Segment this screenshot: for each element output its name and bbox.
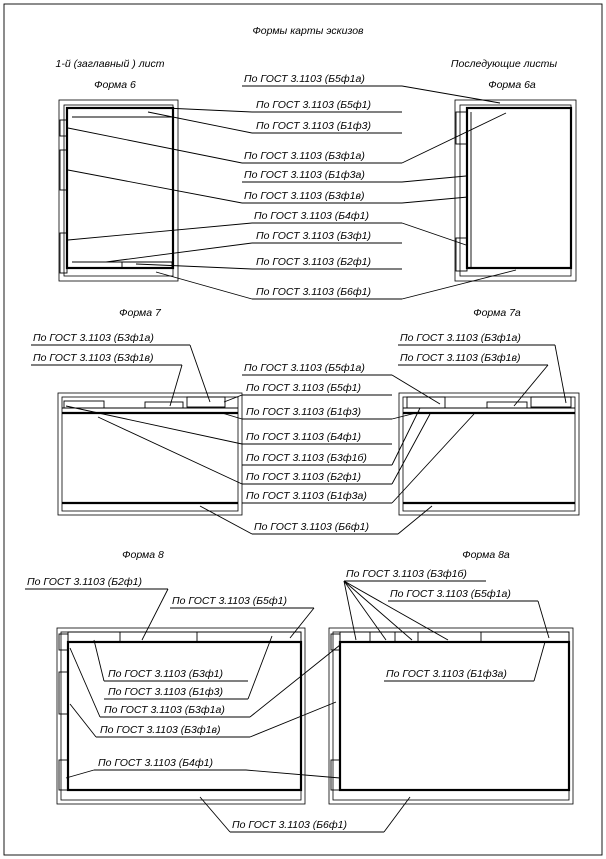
form-8-frame <box>56 627 306 805</box>
ref-b3f1v: По ГОСТ 3.1103 (Б3ф1в) <box>244 190 364 202</box>
ref-b3f1v-8: По ГОСТ 3.1103 (Б3ф1в) <box>100 724 220 736</box>
ref-b1f3: По ГОСТ 3.1103 (Б1ф3) <box>256 120 371 132</box>
ref-b3f1v-left: По ГОСТ 3.1103 (Б3ф1в) <box>33 352 153 364</box>
form-8a-label: Форма 8а <box>462 549 510 561</box>
ref-b4f1: По ГОСТ 3.1103 (Б4ф1) <box>254 210 369 222</box>
ref-b1f3-7: По ГОСТ 3.1103 (Б1ф3) <box>246 406 361 418</box>
ref-b1f3-8: По ГОСТ 3.1103 (Б1ф3) <box>108 686 223 698</box>
form-6-refs: По ГОСТ 3.1103 (Б5ф1а) По ГОСТ 3.1103 (Б… <box>67 73 517 300</box>
ref-b2f1-8: По ГОСТ 3.1103 (Б2ф1) <box>27 576 142 588</box>
sheet-border <box>3 3 603 856</box>
ref-b1f3a-7: По ГОСТ 3.1103 (Б1ф3а) <box>246 490 367 502</box>
ref-b5f1a-7: По ГОСТ 3.1103 (Б5ф1а) <box>244 362 365 374</box>
form-6a-label: Форма 6а <box>488 79 536 91</box>
ref-b5f1: По ГОСТ 3.1103 (Б5ф1) <box>256 99 371 111</box>
form-8a-frame <box>328 627 574 805</box>
ref-b1f3a-8: По ГОСТ 3.1103 (Б1ф3а) <box>386 668 507 680</box>
ref-b6f1: По ГОСТ 3.1103 (Б6ф1) <box>256 286 371 298</box>
form-7-frame <box>57 392 243 516</box>
ref-b2f1-7: По ГОСТ 3.1103 (Б2ф1) <box>246 471 361 483</box>
form-7a-label: Форма 7а <box>473 307 521 319</box>
ref-b3f1a: По ГОСТ 3.1103 (Б3ф1а) <box>244 150 365 162</box>
ref-b3f1a-right: По ГОСТ 3.1103 (Б3ф1а) <box>400 332 521 344</box>
ref-b5f1-8: По ГОСТ 3.1103 (Б5ф1) <box>172 595 287 607</box>
diagram-title: Формы карты эскизов <box>252 25 364 37</box>
ref-b5f1a: По ГОСТ 3.1103 (Б5ф1а) <box>244 73 365 85</box>
ref-b4f1-8: По ГОСТ 3.1103 (Б4ф1) <box>98 757 213 769</box>
first-sheet-caption: 1-й (заглавный ) лист <box>56 58 165 70</box>
form-8-label: Форма 8 <box>122 549 164 561</box>
form-6a-frame <box>454 99 577 282</box>
ref-b5f1a-8: По ГОСТ 3.1103 (Б5ф1а) <box>390 588 511 600</box>
ref-b4f1-7: По ГОСТ 3.1103 (Б4ф1) <box>246 431 361 443</box>
form-7-label: Форма 7 <box>119 307 162 319</box>
ref-b5f1-7: По ГОСТ 3.1103 (Б5ф1) <box>246 382 361 394</box>
ref-b3f1b-8: По ГОСТ 3.1103 (Б3ф1б) <box>346 568 467 580</box>
ref-b3f1: По ГОСТ 3.1103 (Б3ф1) <box>256 230 371 242</box>
ref-b3f1-8: По ГОСТ 3.1103 (Б3ф1) <box>108 668 223 680</box>
ref-b6f1-8: По ГОСТ 3.1103 (Б6ф1) <box>232 819 347 831</box>
next-sheets-caption: Последующие листы <box>451 58 557 70</box>
ref-b2f1: По ГОСТ 3.1103 (Б2ф1) <box>256 256 371 268</box>
ref-b1f3a: По ГОСТ 3.1103 (Б1ф3а) <box>244 169 365 181</box>
form-7a-frame <box>398 392 580 516</box>
ref-b3f1v-right: По ГОСТ 3.1103 (Б3ф1в) <box>400 352 520 364</box>
form-6-label: Форма 6 <box>94 79 136 91</box>
ref-b3f1a-left: По ГОСТ 3.1103 (Б3ф1а) <box>33 332 154 344</box>
form-8-refs: По ГОСТ 3.1103 (Б2ф1) По ГОСТ 3.1103 (Б5… <box>25 568 550 833</box>
ref-b3f1a-8: По ГОСТ 3.1103 (Б3ф1а) <box>104 704 225 716</box>
form-7-refs: По ГОСТ 3.1103 (Б3ф1а) По ГОСТ 3.1103 (Б… <box>31 332 567 535</box>
form-6-frame <box>58 99 179 282</box>
ref-b6f1-7: По ГОСТ 3.1103 (Б6ф1) <box>254 521 369 533</box>
ref-b3f1b-7: По ГОСТ 3.1103 (Б3ф1б) <box>246 452 367 464</box>
